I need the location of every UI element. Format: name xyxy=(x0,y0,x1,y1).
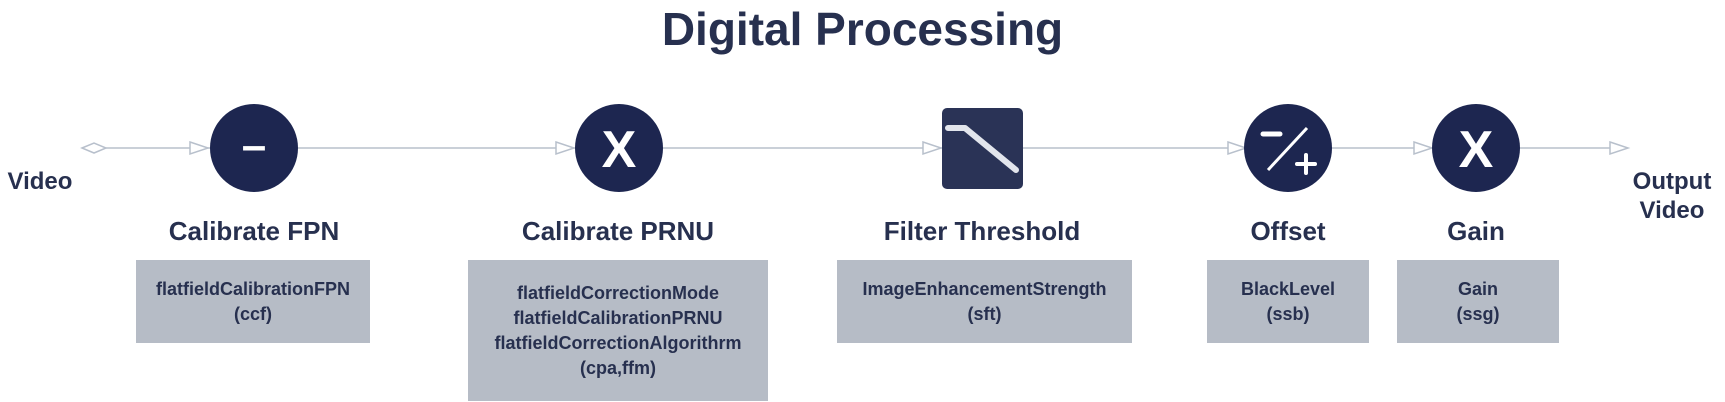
arrow-icon xyxy=(1413,140,1435,156)
output-label: Output Video xyxy=(1632,168,1712,224)
input-diamond-icon xyxy=(80,142,108,154)
node-symbol: – xyxy=(242,121,266,170)
param-code: (ssg) xyxy=(1456,303,1500,324)
param-box-gain: Gain (ssg) xyxy=(1397,260,1559,343)
param-code: (ccf) xyxy=(233,303,272,324)
threshold-curve-icon xyxy=(942,108,1023,189)
param-box-fpn: flatfieldCalibrationFPN (ccf) xyxy=(136,260,370,343)
arrow-icon xyxy=(189,140,211,156)
multiply-icon xyxy=(575,104,663,192)
param-name: Gain xyxy=(1457,278,1498,299)
param-box-threshold: ImageEnhancementStrength (sft) xyxy=(837,260,1132,343)
stage-title-threshold: Filter Threshold xyxy=(883,216,1081,246)
threshold-node xyxy=(942,108,1023,189)
arrow-icon xyxy=(555,140,577,156)
param-name: flatfieldCalibrationFPN xyxy=(155,278,350,299)
param-code: (cpa,ffm) xyxy=(580,357,656,378)
param-name: ImageEnhancementStrength xyxy=(862,278,1107,299)
minus-icon xyxy=(210,104,298,192)
node-symbol: X xyxy=(602,121,637,179)
stage-title-gain: Gain xyxy=(1447,216,1505,246)
param-name: flatfieldCorrectionAlgorithrm xyxy=(494,332,742,353)
stage-title-fpn: Calibrate FPN xyxy=(168,216,340,246)
stage-title-prnu: Calibrate PRNU xyxy=(521,216,715,246)
param-box-prnu: flatfieldCorrectionMode flatfieldCalibra… xyxy=(468,260,768,401)
arrow-icon xyxy=(922,140,944,156)
multiply-icon xyxy=(1432,104,1520,192)
node-symbol: X xyxy=(1459,121,1494,179)
prnu-node: X xyxy=(575,104,663,192)
param-name: BlackLevel xyxy=(1240,278,1336,299)
param-name: flatfieldCorrectionMode xyxy=(516,282,719,303)
param-name: flatfieldCalibrationPRNU xyxy=(513,307,723,328)
arrow-icon xyxy=(1609,140,1631,156)
page-title: Digital Processing xyxy=(661,3,1064,55)
gain-node: X xyxy=(1432,104,1520,192)
param-code: (ssb) xyxy=(1266,303,1310,324)
param-code: (sft) xyxy=(967,303,1002,324)
fpn-node: – xyxy=(210,104,298,192)
arrow-icon xyxy=(1227,140,1249,156)
param-box-offset: BlackLevel (ssb) xyxy=(1207,260,1369,343)
input-label: Video xyxy=(7,168,73,195)
offset-node xyxy=(1244,104,1332,192)
stage-title-offset: Offset xyxy=(1250,216,1326,246)
